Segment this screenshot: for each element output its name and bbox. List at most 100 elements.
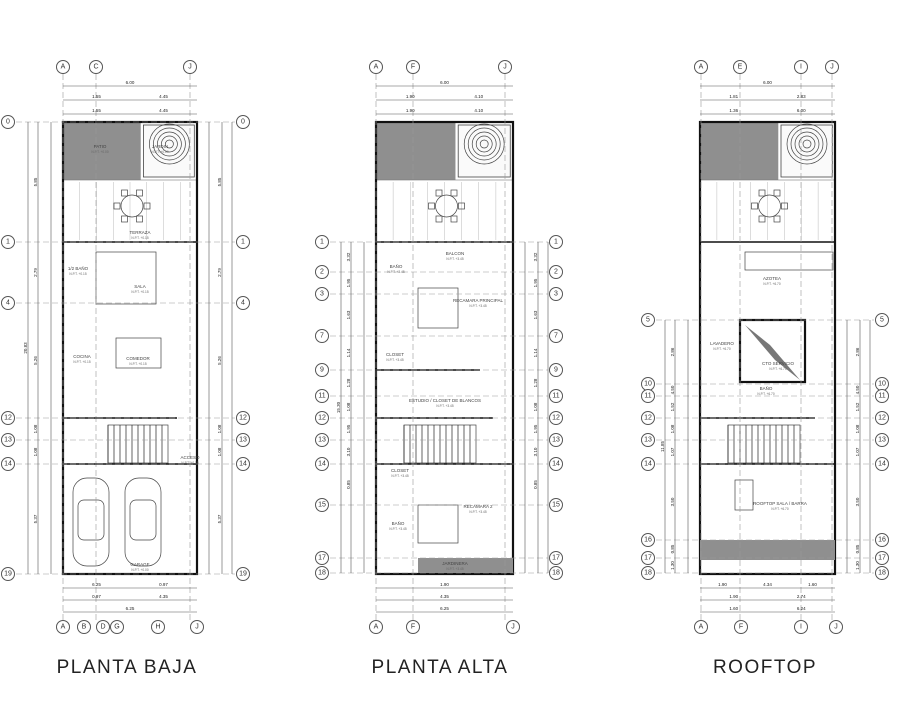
room-name: COMEDOR	[126, 356, 150, 361]
chair-icon	[435, 215, 443, 223]
grid-bubble	[875, 551, 889, 565]
grid-bubble	[641, 313, 655, 327]
dimension-text: 1.95	[346, 424, 351, 433]
grid-bubble	[733, 60, 747, 74]
car-roof	[77, 499, 105, 541]
garden-planter	[457, 124, 511, 178]
dimension-text: 1.90	[406, 108, 415, 113]
room-name: CLOSET	[391, 468, 409, 473]
grid-bubble	[875, 566, 889, 580]
bed-icon	[417, 504, 459, 544]
garden-contour	[786, 123, 828, 165]
room-name: ACCESO	[180, 455, 200, 460]
grid-label: 12	[552, 415, 560, 422]
grid-bubble-row-1: 1	[549, 235, 563, 249]
room-level: N.P.T. +3.45	[446, 567, 463, 571]
room-name: BALCON	[446, 251, 465, 256]
room-level: N.P.T. +3.45	[436, 404, 453, 408]
dimension-text: 6.00	[797, 108, 806, 113]
grid-label: 10	[878, 381, 886, 388]
chair-icon	[458, 202, 465, 210]
room-name: JARDINERA	[442, 561, 468, 566]
dimension-text: 6.00	[440, 80, 449, 85]
dimension-text: 1.08	[855, 424, 860, 433]
chair-icon	[121, 189, 128, 197]
grid-bubble-row-3: 3	[315, 287, 329, 301]
grid-bubble-row-13: 13	[1, 433, 15, 447]
grid-bubble-row-18: 18	[549, 566, 563, 580]
garden-contour	[794, 131, 820, 157]
grid-bubble-row-7: 7	[549, 329, 563, 343]
grid-bubble-row-7: 7	[315, 329, 329, 343]
grid-bubble	[56, 60, 70, 74]
dimension-text: 1.07	[855, 447, 860, 456]
dimension-text: 4.35	[440, 594, 449, 599]
dimension-text: 1.90	[718, 582, 727, 587]
room-level: N.P.T. +0.00	[151, 150, 168, 154]
dimension-text: 1.90	[406, 94, 415, 99]
grid-bubble	[549, 566, 563, 580]
grid-bubble	[236, 433, 250, 447]
grid-bubble-row-9: 9	[315, 363, 329, 377]
grid-bubble-row-16: 16	[641, 533, 655, 547]
garden-contour	[165, 139, 174, 149]
grid-label-top: J	[830, 64, 834, 71]
grid-label-bottom: J	[834, 624, 838, 631]
grid-bubble	[315, 433, 329, 447]
chair-icon	[113, 202, 121, 210]
grid-label: 13	[644, 437, 652, 444]
room-level: N.P.T. +6.70	[771, 507, 788, 511]
grid-label: 19	[4, 571, 12, 578]
grid-label: 7	[320, 333, 324, 340]
dimension-text: 1.95	[533, 424, 538, 433]
dimension-text: 5.37	[217, 514, 222, 523]
dimension-text: 1.08	[217, 447, 222, 456]
dimension-text: 2.86	[670, 347, 675, 356]
grid-label: 17	[552, 555, 560, 562]
grid-label-top: E	[738, 64, 743, 71]
grid-label: 19	[239, 571, 247, 578]
dimension-text: 1.28	[346, 378, 351, 387]
room-level: N.P.T. +3.45	[391, 474, 408, 478]
grid-bubble	[875, 389, 889, 403]
grid-bubble	[641, 411, 655, 425]
garden-contour	[153, 127, 186, 161]
grid-label: 5	[880, 317, 884, 324]
grid-bubble-row-19: 19	[1, 567, 15, 581]
room-level: N.P.T. +0.15	[131, 236, 148, 240]
grid-bubble-row-14: 14	[641, 457, 655, 471]
room-name: 1/2 BAÑO	[68, 265, 89, 271]
room-level: N.P.T. +0.00	[91, 150, 108, 154]
chair-icon	[773, 189, 781, 197]
room-name: SALA	[134, 284, 146, 289]
dimension-text: 6.00	[126, 80, 135, 85]
grid-bubble-row-17: 17	[875, 551, 889, 565]
dimension-text: 1.08	[670, 424, 675, 433]
grid-bubble-row-14: 14	[315, 457, 329, 471]
service-room-wall	[738, 318, 807, 384]
dimension-text: 4.50	[855, 385, 860, 394]
grid-bubble	[315, 411, 329, 425]
grid-label-bottom: B	[82, 624, 87, 631]
room-name: LAVADERO	[710, 341, 734, 346]
grid-bubble	[89, 60, 103, 74]
chair-icon	[136, 215, 143, 223]
grid-bubble	[1, 411, 15, 425]
grid-bubble	[641, 566, 655, 580]
grid-bubble	[406, 620, 420, 634]
dimension-text: 1.07	[670, 447, 675, 456]
dimension-text: 1.60	[808, 582, 817, 587]
grid-bubble-row-14: 14	[875, 457, 889, 471]
room-level: N.P.T. +3.45	[446, 257, 463, 261]
chair-icon	[121, 215, 128, 223]
grid-bubble	[641, 389, 655, 403]
garden-planter	[780, 124, 833, 178]
grid-label: 18	[318, 570, 326, 577]
grid-label: 13	[318, 437, 326, 444]
